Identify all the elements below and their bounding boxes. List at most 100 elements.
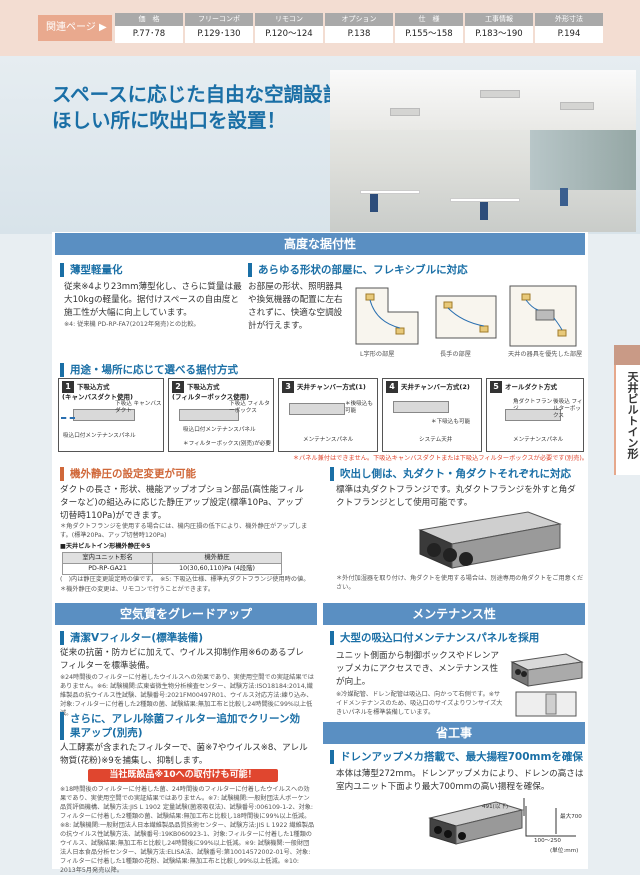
window bbox=[530, 130, 636, 190]
chair bbox=[480, 202, 488, 220]
install-bar: 高度な据付性 bbox=[55, 233, 585, 255]
outlet-body: 標準は丸ダクトフランジです。丸ダクトフランジを外すと角ダクトフランジとして使用可… bbox=[336, 485, 576, 508]
filter-title: 清潔Vフィルター(標準装備) bbox=[60, 631, 203, 645]
table-header: 室内ユニット形名 bbox=[61, 552, 154, 564]
step-label: 下吸込 キャンバスダクト bbox=[115, 401, 162, 414]
side-tab-marker bbox=[614, 345, 640, 365]
step-label: 後吸込 フィルターボックス bbox=[553, 399, 583, 419]
step-label: システム天井 bbox=[419, 437, 453, 443]
maint-body: ユニット側面から制御ボックスやドレンアップメカにアクセスでき、メンテナンス性が向… bbox=[336, 651, 500, 687]
methods-title: 用途・場所に応じて選べる据付方式 bbox=[60, 363, 238, 377]
dim-unit: (単位:mm) bbox=[550, 848, 579, 854]
ducted-unit-svg bbox=[418, 511, 562, 569]
step-label: メンテナンスパネル bbox=[513, 437, 564, 443]
ceiling-vent bbox=[560, 102, 594, 110]
side-tab-label: 天井ビルトイン形 bbox=[614, 365, 640, 475]
ceiling-vent bbox=[390, 108, 420, 116]
step-label: 下吸込 フィルターボックス bbox=[229, 401, 270, 414]
chair bbox=[560, 188, 568, 206]
work-title: ドレンアップメカ搭載で、最大揚程700mmを確保 bbox=[330, 750, 583, 764]
step-sub: (キャンバスダクト使用) bbox=[62, 393, 133, 401]
drain-diagram bbox=[426, 796, 586, 854]
maintenance-panel-image bbox=[506, 652, 586, 722]
work-bar: 省工事 bbox=[323, 722, 585, 744]
nav-col-link[interactable]: P.183～190 bbox=[465, 26, 533, 43]
ceiling bbox=[330, 70, 636, 130]
room-label-long: 長手の部屋 bbox=[440, 351, 471, 358]
filter-body: 従来の抗菌・防カビに加えて、ウイルス抑制作用※6のあるプレフィルターを標準装備。 bbox=[60, 648, 304, 671]
thin-title: 薄型軽量化 bbox=[60, 263, 123, 277]
step-label: ＊下吸込も可能 bbox=[431, 419, 471, 425]
room-shape-diagrams bbox=[352, 282, 582, 362]
nav-col-head: 工事情報 bbox=[465, 13, 533, 26]
unit-body bbox=[393, 401, 449, 413]
dim-491: 491(以下) bbox=[482, 804, 509, 810]
room-label-priority: 天井の器具を優先した部屋 bbox=[508, 351, 583, 358]
dim-700: 最大700 bbox=[560, 814, 582, 820]
outlet-note: ＊外付加湿器を取り付け、角ダクトを使用する場合は、別途専用の角ダクトをご用意くだ… bbox=[336, 575, 584, 591]
nav-col-link[interactable]: P.120～124 bbox=[255, 26, 323, 43]
maint-panel-svg bbox=[510, 653, 584, 717]
room-shapes-svg bbox=[355, 285, 577, 347]
hero-headline: スペースに応じた自由な空調設計。 ほしい所に吹出口を設置！ bbox=[52, 82, 362, 134]
step-number: 1 bbox=[62, 381, 74, 393]
table bbox=[450, 198, 520, 202]
step-label: メンテナンスパネル bbox=[303, 437, 354, 443]
filter-note: ※24時間後のフィルターに付着したウイルスへの効果であり、実使用空間での実証結果… bbox=[60, 674, 314, 717]
step-name: 下吸込方式 bbox=[77, 383, 110, 391]
allergy-title: さらに、アレル除菌フィルター追加でクリーン効果アップ(別売) bbox=[60, 712, 310, 740]
table-header: 機外静圧 bbox=[152, 552, 282, 564]
nav-col-link[interactable]: P.129･130 bbox=[185, 26, 253, 43]
table-cell: PD-RP-GA21 bbox=[61, 563, 154, 575]
step-number: 2 bbox=[172, 381, 184, 393]
step-number: 4 bbox=[386, 381, 398, 393]
unit-body bbox=[289, 403, 345, 415]
work-body: 本体は薄型272mm。ドレンアップメカにより、ドレンの高さは室内ユニット下面より… bbox=[336, 769, 584, 792]
hero-room-photo bbox=[330, 70, 636, 232]
nav-col-link[interactable]: P.155～158 bbox=[395, 26, 463, 43]
step-number: 5 bbox=[490, 381, 502, 393]
step-sub: (フィルターボックス使用) bbox=[172, 393, 250, 401]
ceiling-vent bbox=[480, 90, 520, 98]
thin-body: 従来※4より23mm薄型化し、さらに質量は最大10kgの軽量化。据付けスペースの… bbox=[64, 282, 242, 318]
nav-col-head: 仕 様 bbox=[395, 13, 463, 26]
allergy-pill: 当社既設品※10への取付けも可能！ bbox=[88, 769, 278, 782]
pressure-note-3: ＊機外静圧の変更は、リモコンで行うことができます。 bbox=[60, 586, 215, 593]
nav-col-link[interactable]: P.194 bbox=[535, 26, 603, 43]
room-label-l: L字形の部屋 bbox=[360, 351, 395, 358]
step-name: 下吸込方式 bbox=[187, 383, 220, 391]
pressure-title: 機外静圧の設定変更が可能 bbox=[60, 467, 196, 481]
allergy-body: 人工酵素が含まれたフィルターで、菌※7やウイルス※8、アレル物質(花粉)※9を捕… bbox=[60, 743, 308, 766]
pressure-note-2: ( )内は静圧変更設定時の値です。 ※5: 下吸込仕様、標準丸ダクトフランジ使用… bbox=[60, 576, 310, 583]
step-label: 吸込口付メンテナンスパネル bbox=[183, 427, 256, 433]
related-pages-label: 関連ページ ▶ bbox=[38, 15, 112, 41]
airflow-arrow bbox=[61, 417, 75, 419]
table bbox=[360, 190, 420, 194]
flex-title: あらゆる形状の部屋に、フレキシブルに対応 bbox=[248, 263, 468, 277]
ducted-unit-image bbox=[410, 510, 570, 572]
air-bar: 空気質をグレードアップ bbox=[55, 603, 317, 625]
nav-col-link[interactable]: P.77･78 bbox=[115, 26, 183, 43]
nav-col-head: フリーコンポ bbox=[185, 13, 253, 26]
nav-col-link[interactable]: P.138 bbox=[325, 26, 393, 43]
step-name: 天井チャンバー方式(2) bbox=[401, 383, 470, 391]
nav-col-head: リモコン bbox=[255, 13, 323, 26]
nav-col-head: オプション bbox=[325, 13, 393, 26]
